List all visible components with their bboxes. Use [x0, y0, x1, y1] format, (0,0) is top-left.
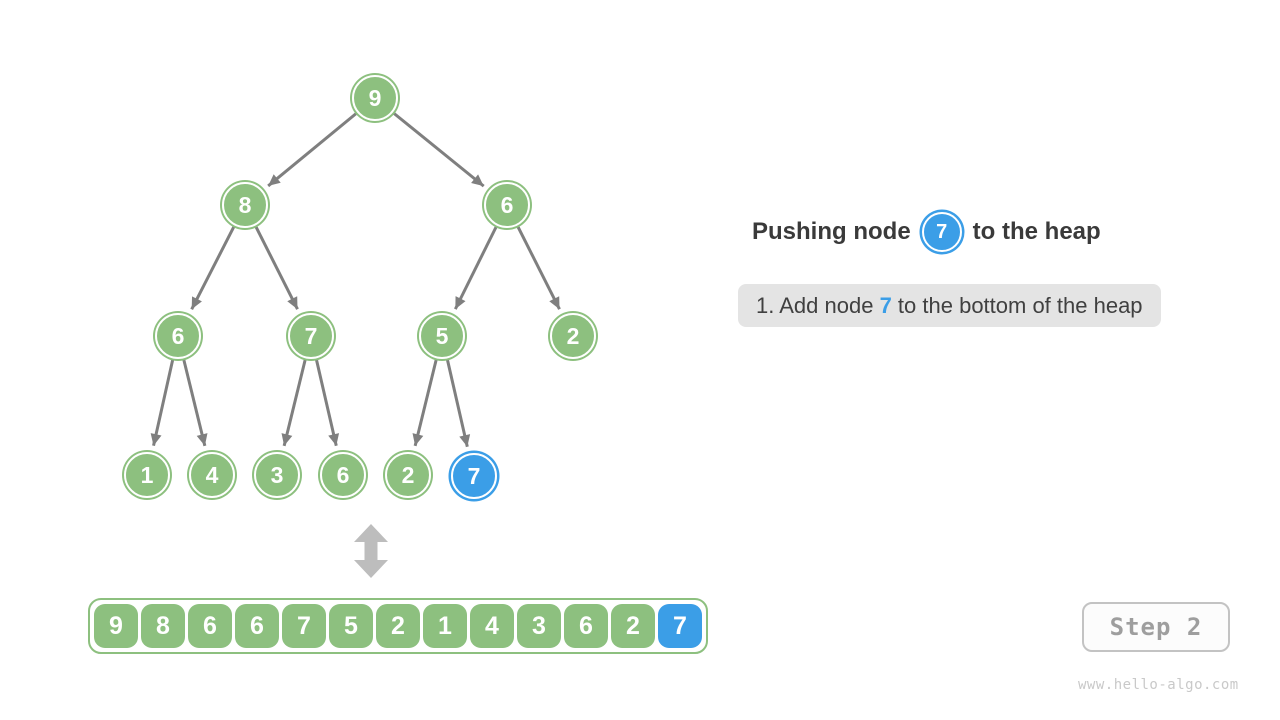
diagram-title: Pushing node 7 to the heap — [752, 210, 1101, 254]
title-node-value: 7 — [936, 220, 948, 243]
array-cell: 3 — [517, 604, 561, 648]
tree-node: 2 — [550, 313, 596, 359]
array-cell: 6 — [235, 604, 279, 648]
tree-edge — [445, 359, 471, 448]
array-cell: 6 — [188, 604, 232, 648]
step-note-prefix: 1. Add node — [756, 292, 880, 318]
title-prefix: Pushing node — [752, 218, 911, 245]
tree-node: 6 — [320, 452, 366, 498]
step-badge: Step 2 — [1082, 602, 1230, 652]
tree-edge — [182, 358, 208, 447]
tree-node: 8 — [222, 182, 268, 228]
step-note-node-value: 7 — [879, 292, 892, 318]
title-node-badge: 7 — [921, 212, 962, 252]
watermark: www.hello-algo.com — [1078, 677, 1239, 693]
tree-edge — [281, 358, 307, 447]
array-cell: 2 — [376, 604, 420, 648]
tree-node: 6 — [155, 313, 201, 359]
tree-node: 1 — [124, 452, 170, 498]
tree-node: 6 — [484, 182, 530, 228]
tree-node: 9 — [352, 75, 398, 121]
tree-node: 7 — [288, 313, 334, 359]
tree-node: 3 — [254, 452, 300, 498]
tree-node: 4 — [189, 452, 235, 498]
tree-edge — [392, 111, 485, 188]
array-cell: 6 — [564, 604, 608, 648]
tree-edge — [453, 225, 498, 310]
title-suffix: to the heap — [972, 218, 1101, 245]
array-cell: 8 — [141, 604, 185, 648]
tree-node-highlighted: 7 — [451, 453, 497, 499]
tree-node: 2 — [385, 452, 431, 498]
tree-node: 5 — [419, 313, 465, 359]
array-cell: 5 — [329, 604, 373, 648]
up-down-arrow-icon — [354, 524, 388, 578]
tree-edge — [190, 225, 236, 310]
tree-edge — [314, 359, 340, 447]
step-note: 1. Add node 7 to the bottom of the heap — [738, 284, 1161, 327]
array-cell: 7 — [282, 604, 326, 648]
tree-edge — [516, 225, 561, 310]
array-cell: 4 — [470, 604, 514, 648]
array-cell-highlighted: 7 — [658, 604, 702, 648]
tree-edge — [412, 358, 438, 447]
tree-edge — [254, 225, 299, 310]
array-cell: 2 — [611, 604, 655, 648]
tree-edge — [267, 112, 358, 188]
array-cell: 1 — [423, 604, 467, 648]
tree-edge — [150, 359, 175, 447]
array-cell: 9 — [94, 604, 138, 648]
step-note-suffix: to the bottom of the heap — [891, 292, 1143, 318]
